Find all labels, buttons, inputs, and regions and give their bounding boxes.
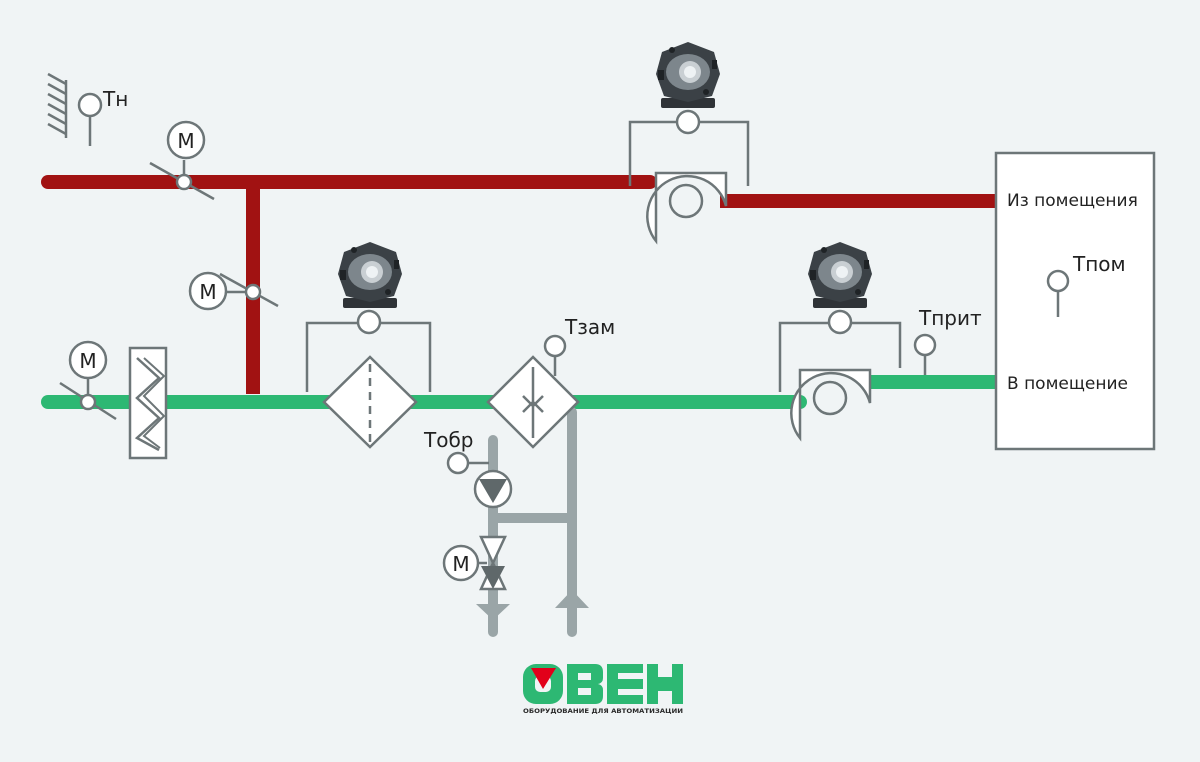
logo-e-letter bbox=[607, 664, 643, 704]
label-t-return: Тобр bbox=[423, 428, 473, 452]
logo-o-letter bbox=[523, 664, 563, 704]
label-t-outdoor: Тн bbox=[102, 87, 128, 111]
logo-v-letter bbox=[567, 664, 603, 704]
pressure-relay-icon bbox=[656, 42, 720, 108]
motor-icon bbox=[442, 544, 480, 582]
motor-label: М bbox=[177, 129, 194, 153]
recuperator bbox=[128, 346, 168, 460]
valve-icon: М bbox=[442, 535, 507, 591]
sensor-t-return: Тобр bbox=[423, 428, 489, 475]
room-box: Из помещения В помещение Тпом bbox=[994, 151, 1156, 451]
logo-tagline: ОБОРУДОВАНИЕ ДЛЯ АВТОМАТИЗАЦИИ bbox=[523, 708, 683, 715]
label-t-supply: Тприт bbox=[918, 306, 982, 330]
damper-supply: М bbox=[59, 340, 117, 421]
sensor-t-supply: Тприт bbox=[913, 306, 982, 375]
label-from-room: Из помещения bbox=[1007, 191, 1138, 211]
motor-label: М bbox=[452, 552, 469, 576]
logo-n-letter bbox=[647, 664, 683, 704]
motor-icon bbox=[166, 120, 206, 160]
motor-icon bbox=[68, 340, 108, 380]
supply-arrow-icon bbox=[555, 590, 589, 608]
pressure-relay-icon bbox=[808, 242, 872, 308]
fan-icon bbox=[646, 171, 728, 243]
motor-icon bbox=[188, 271, 228, 311]
damper-recirc: М bbox=[188, 271, 279, 311]
label-to-room: В помещение bbox=[1007, 374, 1128, 394]
pressure-relay-icon bbox=[338, 242, 402, 308]
motor-label: М bbox=[79, 349, 96, 373]
sensor-t-outdoor: Тн bbox=[77, 87, 128, 146]
label-t-room: Тпом bbox=[1072, 252, 1126, 276]
return-arrow-icon bbox=[476, 604, 510, 620]
pump-icon bbox=[473, 469, 513, 509]
motor-label: М bbox=[199, 280, 216, 304]
water-arrows bbox=[476, 590, 589, 620]
oven-logo: ОБОРУДОВАНИЕ ДЛЯ АВТОМАТИЗАЦИИ bbox=[523, 664, 683, 715]
water-heater-icon bbox=[486, 355, 580, 449]
fan-supply bbox=[778, 242, 902, 440]
outdoor-hatch-icon bbox=[47, 72, 68, 138]
label-t-frost: Тзам bbox=[564, 315, 615, 339]
fan-exhaust bbox=[628, 42, 750, 243]
supply-duct bbox=[41, 375, 996, 409]
damper-exhaust: М bbox=[149, 120, 215, 201]
sensor-t-frost: Тзам bbox=[543, 315, 615, 376]
filter-icon bbox=[305, 242, 432, 449]
